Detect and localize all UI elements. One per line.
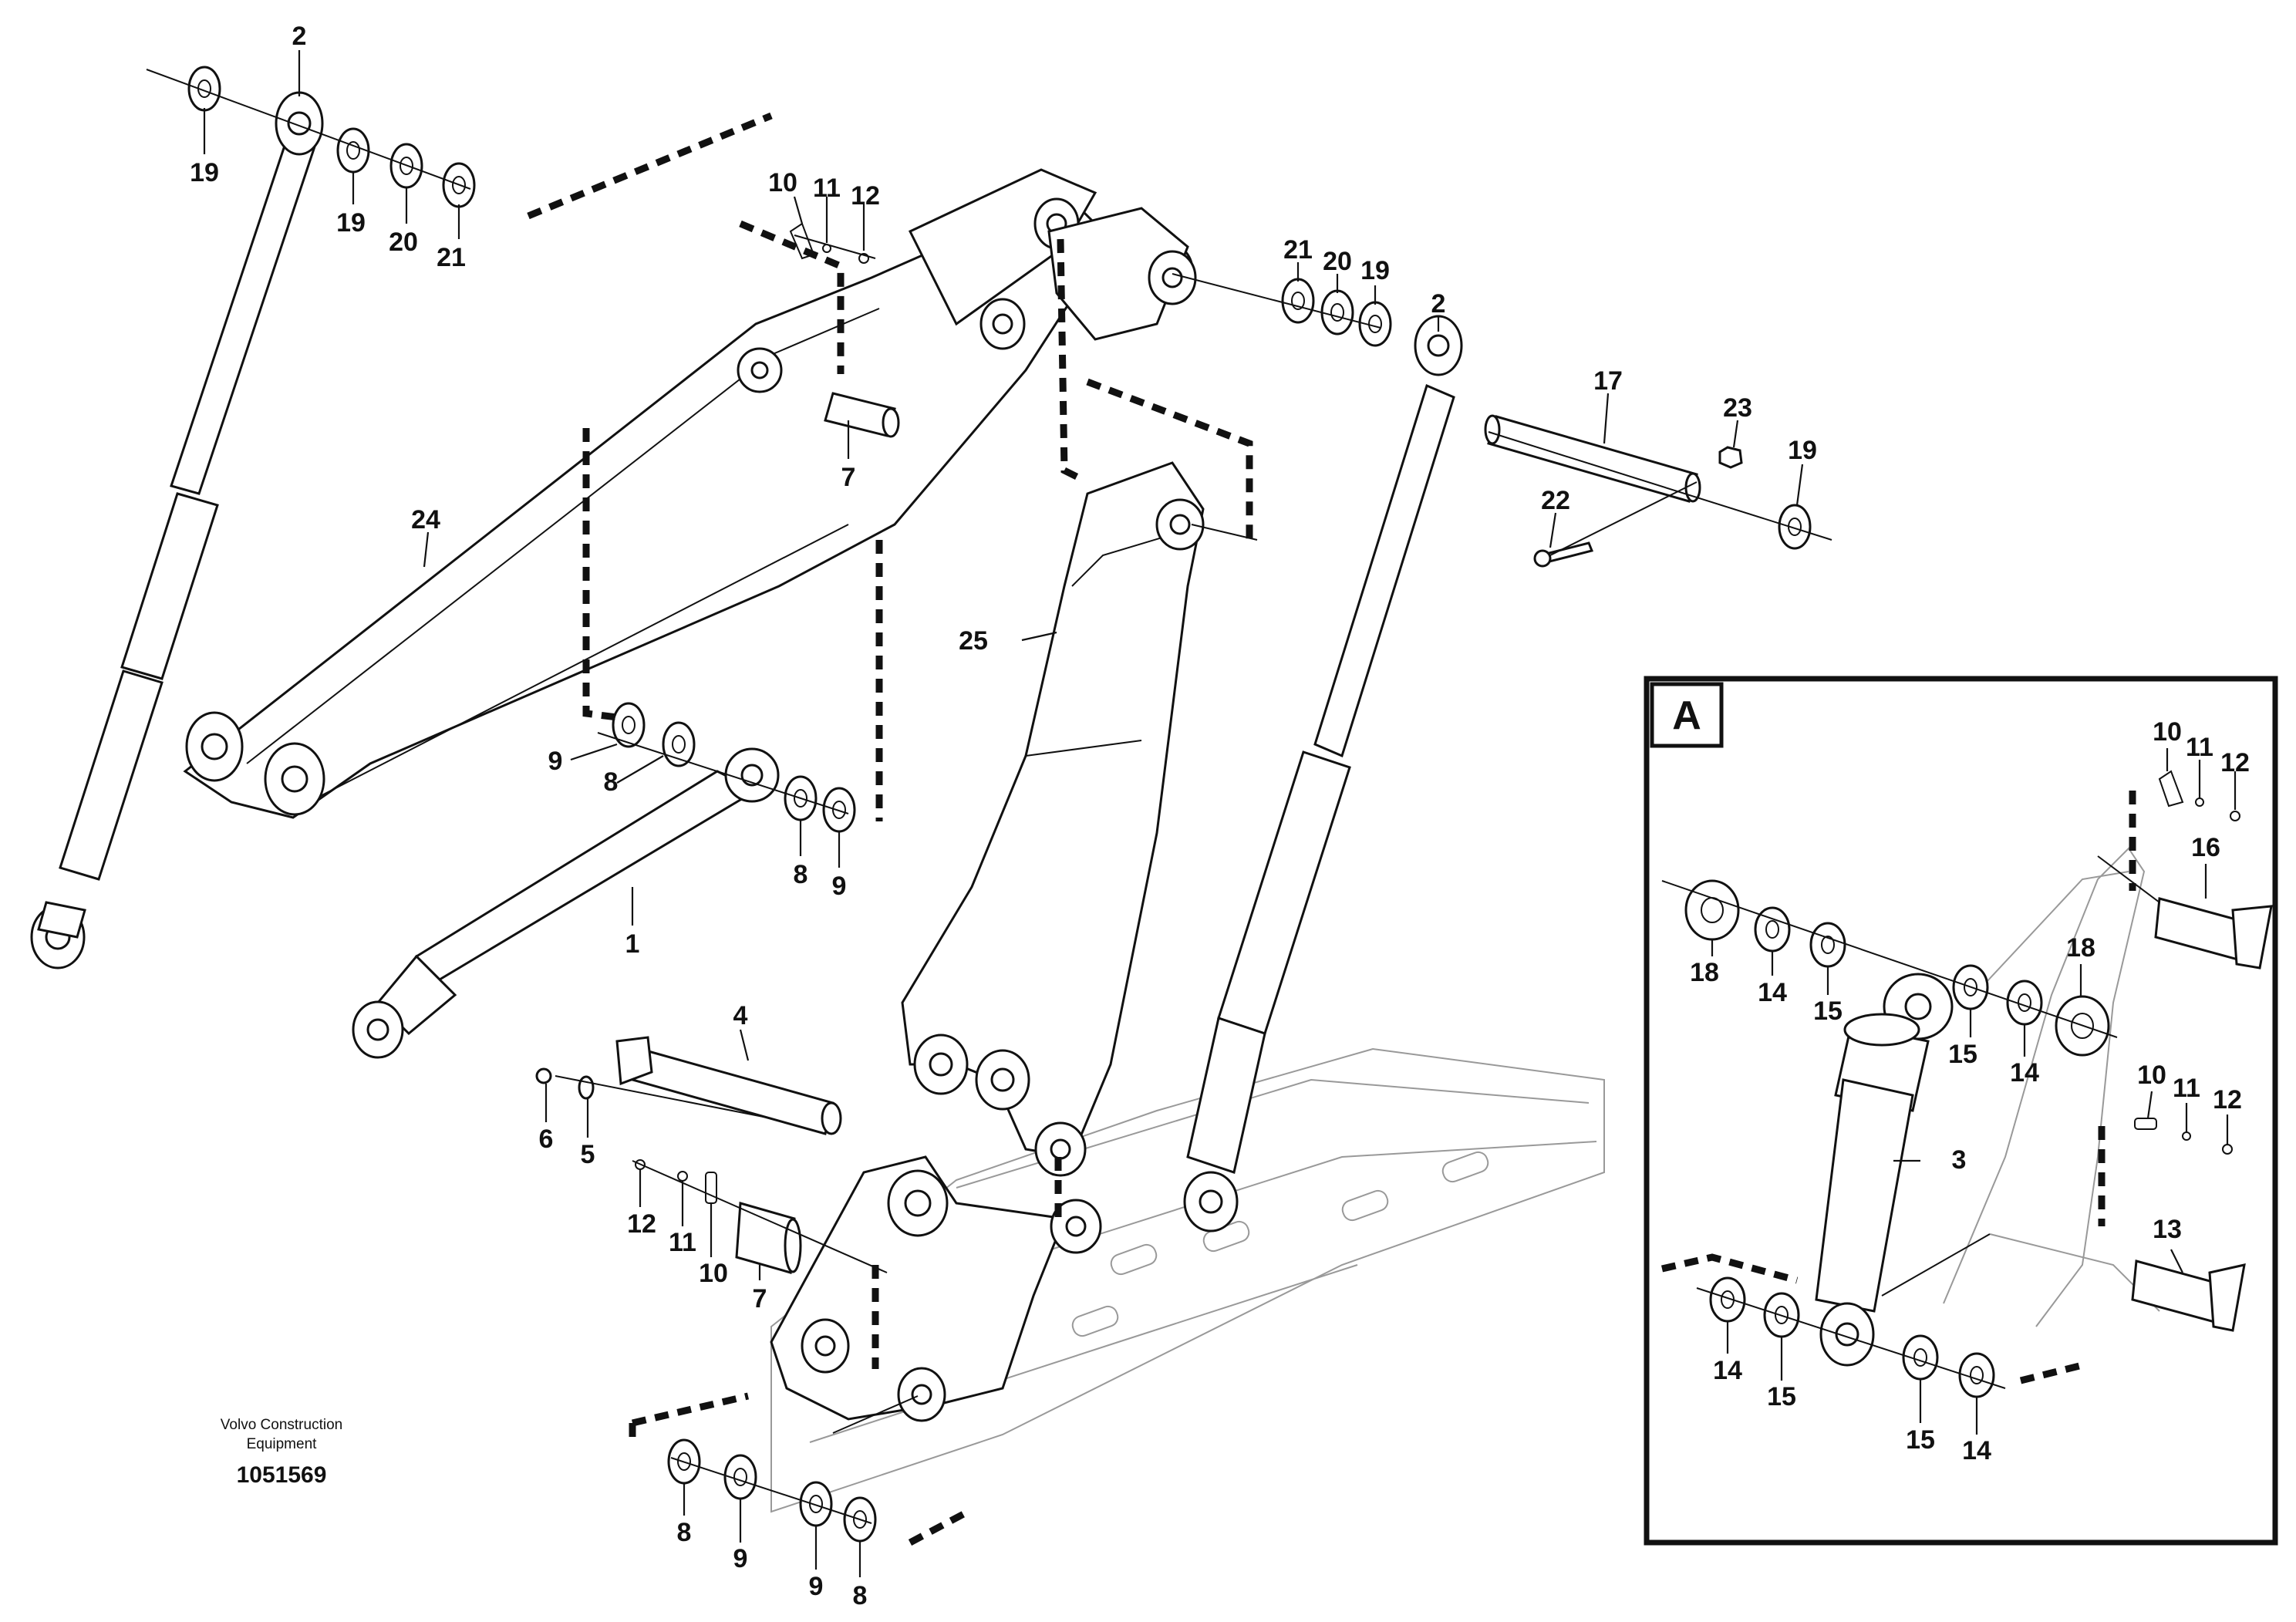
callout-9-mid-right: 9	[832, 872, 847, 901]
pin-17	[1484, 414, 1701, 503]
boom-arm	[183, 168, 1194, 819]
bolt-6	[535, 1067, 552, 1084]
callout-22: 22	[1541, 486, 1570, 515]
callout-20-left: 20	[389, 228, 418, 257]
caption-equipment: Equipment	[247, 1436, 318, 1452]
boom-pivot-bracket	[1047, 207, 1197, 341]
callout-15-d: 15	[1906, 1425, 1935, 1455]
callout-14-a: 14	[1758, 978, 1787, 1007]
callout-19-far-right: 19	[1788, 436, 1817, 465]
pin-4	[615, 1036, 842, 1135]
callout-labels: 1 2 2 3 4 5 6 7 7 8 8 8 8 8 9 9 9 9 10 1…	[190, 22, 2250, 1610]
stick-arm	[901, 461, 1205, 1177]
callout-8-mid-right: 8	[794, 860, 808, 889]
washer-5	[578, 1075, 595, 1100]
callout-10-lower: 10	[699, 1259, 728, 1288]
pin-7-upper	[824, 392, 900, 438]
callout-11-upper: 11	[813, 174, 841, 203]
callout-8-bottom-a: 8	[677, 1518, 692, 1547]
boom-cylinder-right	[1183, 315, 1463, 1233]
callout-3: 3	[1952, 1145, 1967, 1175]
callout-25: 25	[959, 626, 988, 656]
callout-12-upper: 12	[851, 181, 880, 211]
detail-view-label: A	[1672, 693, 1701, 738]
callout-18-b: 18	[2066, 933, 2095, 963]
detail-cylinder-3	[1815, 973, 1954, 1367]
callout-21-left: 21	[437, 243, 466, 272]
detail-view-a: A	[1644, 676, 2278, 1546]
callout-14-c: 14	[1713, 1356, 1742, 1385]
bolt-22	[1533, 541, 1594, 568]
callout-11-detail-mid: 11	[2173, 1074, 2200, 1103]
dashed-brackets	[527, 112, 1253, 1546]
callout-11-lower: 11	[669, 1228, 696, 1257]
callout-19-top-left: 19	[190, 158, 219, 187]
callout-12-lower: 12	[627, 1209, 656, 1239]
callout-9-mid: 9	[548, 747, 563, 776]
callout-10-detail-top: 10	[2153, 717, 2182, 747]
callout-2-right: 2	[1431, 289, 1446, 319]
callout-19-right: 19	[1360, 256, 1390, 285]
callout-13: 13	[2153, 1215, 2182, 1244]
arm-cylinder	[352, 747, 780, 1059]
lock-parts-lower	[635, 1159, 717, 1204]
callout-9-bottom-a: 9	[733, 1544, 748, 1573]
nut-23	[1718, 446, 1743, 469]
callout-5: 5	[581, 1140, 595, 1169]
callout-21-right: 21	[1283, 235, 1313, 265]
detail-pin-13	[2131, 1259, 2246, 1332]
callout-15-b: 15	[1948, 1040, 1977, 1069]
callout-8-mid: 8	[604, 767, 619, 797]
callout-7-upper: 7	[841, 463, 856, 492]
callout-9-bottom-b: 9	[809, 1572, 824, 1601]
detail-pin-16	[2154, 897, 2273, 969]
callout-23: 23	[1723, 393, 1752, 423]
callout-18-a: 18	[1690, 958, 1719, 987]
lower-mount-bracket	[770, 1155, 1102, 1422]
callout-4: 4	[733, 1001, 748, 1030]
caption-block: Volvo Construction Equipment 1051569	[221, 1417, 342, 1488]
callout-15-a: 15	[1813, 996, 1843, 1026]
callout-10-upper: 10	[768, 168, 797, 197]
document-number: 1051569	[237, 1462, 327, 1488]
callout-19-left: 19	[336, 208, 366, 238]
callout-11-detail-top: 11	[2186, 733, 2213, 762]
callout-12-detail-top: 12	[2220, 748, 2250, 777]
callout-8-bottom-b: 8	[853, 1581, 868, 1610]
leader-lines	[203, 50, 1804, 1577]
callout-20-right: 20	[1323, 247, 1352, 276]
pin-7-lower	[735, 1202, 802, 1274]
washers	[187, 66, 1812, 1543]
callout-10-detail-mid: 10	[2137, 1061, 2166, 1090]
callout-17: 17	[1593, 366, 1623, 396]
caption-company: Volvo Construction	[221, 1417, 342, 1433]
callout-15-c: 15	[1767, 1382, 1796, 1411]
callout-12-detail-mid: 12	[2213, 1085, 2242, 1114]
callout-14-b: 14	[2010, 1058, 2039, 1088]
callout-6: 6	[539, 1125, 554, 1154]
callout-24: 24	[411, 505, 440, 534]
lock-parts-upper	[789, 222, 869, 264]
callout-1: 1	[625, 929, 640, 959]
callout-7-lower: 7	[753, 1284, 767, 1313]
callout-16: 16	[2191, 833, 2220, 862]
callout-2-left: 2	[292, 22, 307, 51]
boom-cylinder-left	[30, 91, 324, 969]
callout-14-d: 14	[1962, 1436, 1991, 1465]
